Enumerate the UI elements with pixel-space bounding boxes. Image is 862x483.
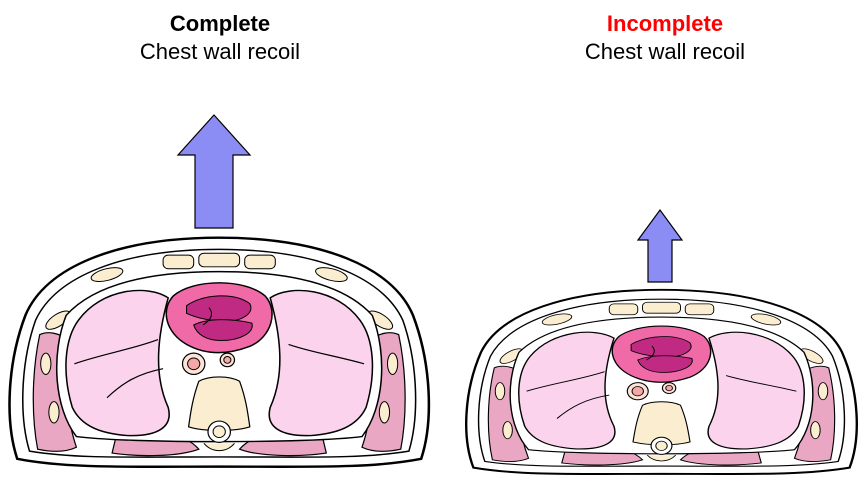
incomplete-chest-cross-section: [466, 290, 857, 474]
incomplete-recoil-arrow: [638, 210, 682, 282]
complete-recoil-arrow: [178, 115, 250, 228]
complete-chest-cross-section: [10, 238, 429, 467]
